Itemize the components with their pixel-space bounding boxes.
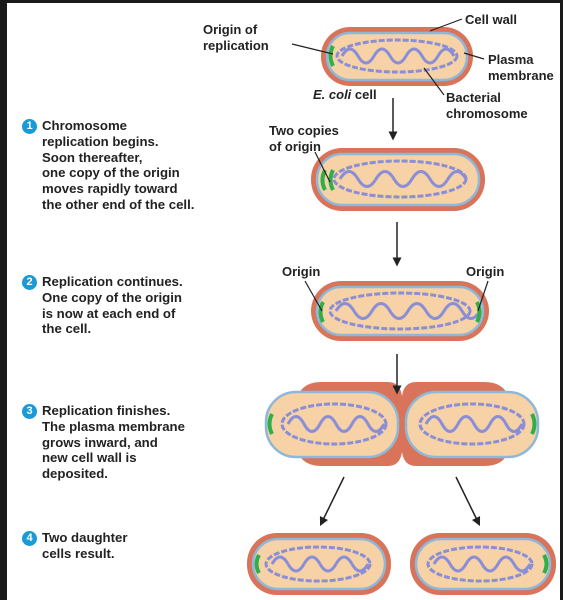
cell-initial [321, 27, 473, 86]
ecoli-cell-word: cell [351, 87, 376, 102]
step-2-badge: 2 [22, 275, 37, 290]
daughter-cell-left [247, 533, 391, 595]
step-4: 4 Two daughter cells result. [22, 530, 127, 562]
ecoli-italic: E. coli [313, 87, 351, 102]
label-bacterial-chromosome: Bacterial chromosome [446, 90, 528, 122]
cell-replication-begins [311, 148, 485, 211]
label-plasma-membrane: Plasma membrane [488, 52, 554, 84]
cell-dividing [266, 382, 538, 466]
step-2: 2 Replication continues. One copy of the… [22, 274, 183, 337]
step-3-text: Replication finishes. The plasma membran… [42, 403, 185, 482]
label-cell-wall: Cell wall [465, 12, 517, 28]
cytoplasm-left [266, 392, 398, 457]
step-2-text: Replication continues. One copy of the o… [42, 274, 183, 337]
step-4-text: Two daughter cells result. [42, 530, 127, 562]
cytoplasm-right [406, 392, 538, 457]
label-origin-left: Origin [282, 264, 320, 280]
label-origin-of-replication: Origin of replication [203, 22, 269, 54]
step-3: 3 Replication finishes. The plasma membr… [22, 403, 185, 482]
daughter-cell-right [410, 533, 556, 595]
flow-arrow-4-right [456, 477, 478, 522]
step-4-badge: 4 [22, 531, 37, 546]
cell-replication-continues [311, 281, 489, 341]
step-1-badge: 1 [22, 119, 37, 134]
label-origin-right: Origin [466, 264, 504, 280]
step-3-badge: 3 [22, 404, 37, 419]
label-ecoli-cell: E. coli cell [313, 87, 377, 103]
flow-arrow-4-left [322, 477, 344, 522]
label-two-copies-of-origin: Two copies of origin [269, 123, 339, 155]
step-1: 1 Chromosome replication begins. Soon th… [22, 118, 194, 213]
step-1-text: Chromosome replication begins. Soon ther… [42, 118, 194, 213]
